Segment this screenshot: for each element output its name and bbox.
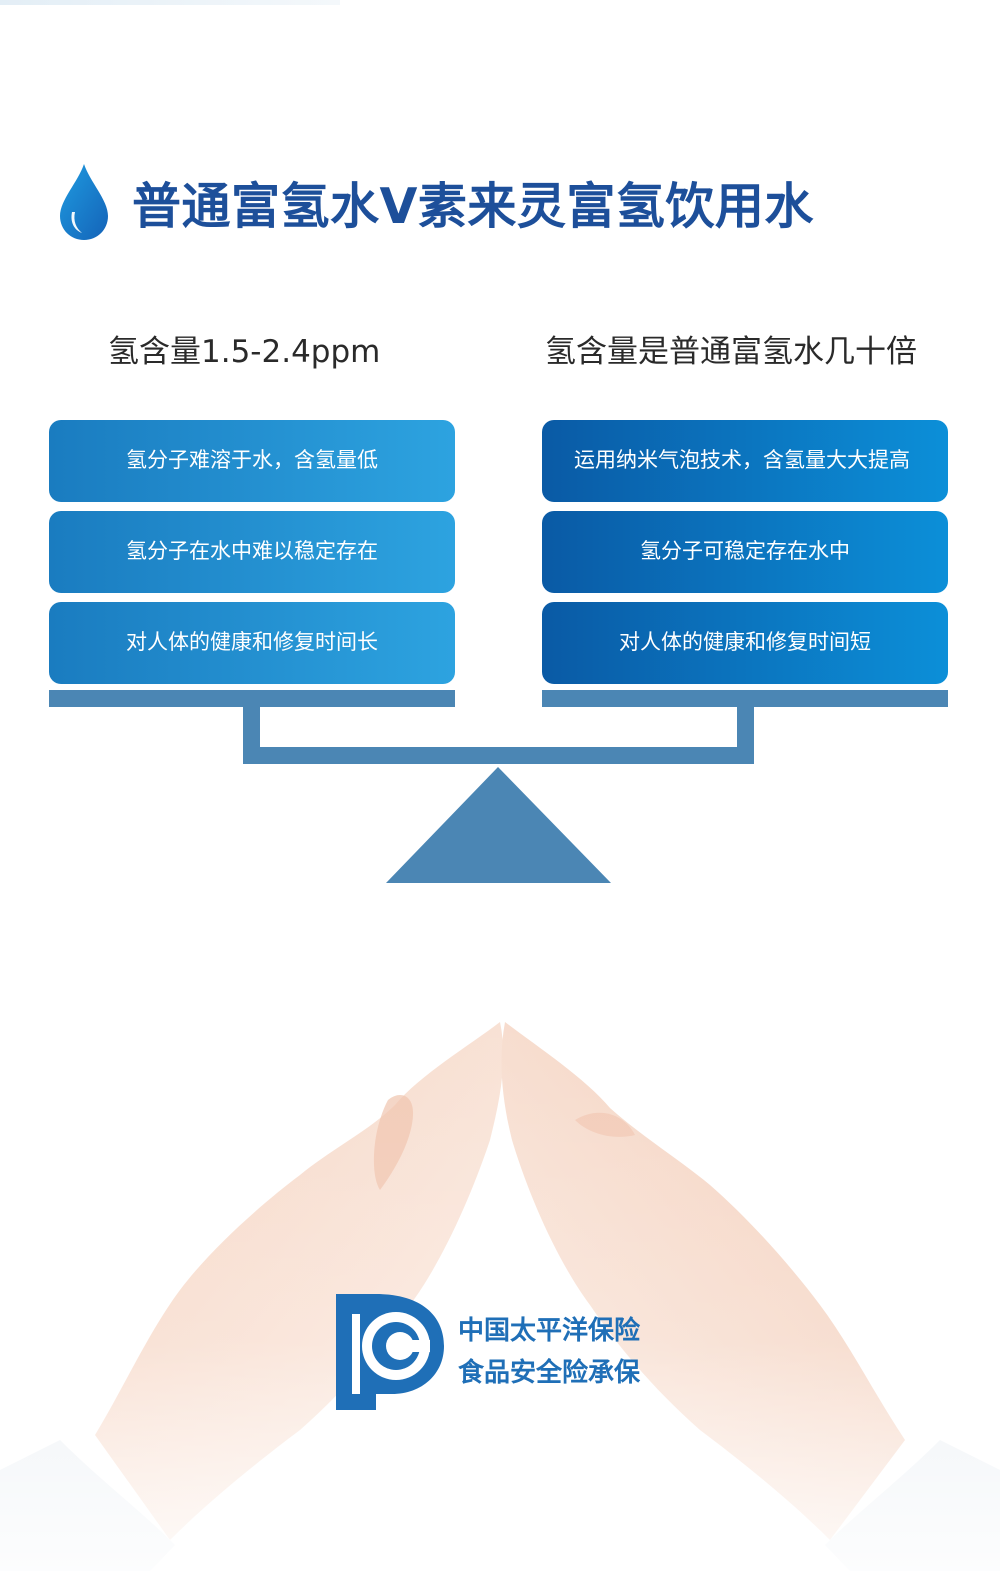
- protecting-hands-icon: [0, 1000, 1000, 1571]
- top-accent-bar: [0, 0, 340, 5]
- left-feature-text: 氢分子在水中难以稳定存在: [126, 539, 378, 564]
- right-feature-box: 对人体的健康和修复时间短: [542, 602, 948, 684]
- scale-right-pan: [542, 690, 948, 707]
- scale-fulcrum: [386, 767, 611, 883]
- right-feature-text: 运用纳米气泡技术，含氢量大大提高: [574, 448, 910, 473]
- scale-left-pan: [49, 690, 455, 707]
- insurance-line-2: 食品安全险承保: [458, 1358, 641, 1388]
- right-feature-box: 运用纳米气泡技术，含氢量大大提高: [542, 420, 948, 502]
- balance-scale-icon: [49, 690, 948, 883]
- right-column-heading: 氢含量是普通富氢水几十倍: [545, 334, 917, 370]
- right-feature-box: 氢分子可稳定存在水中: [542, 511, 948, 593]
- insurance-line-1: 中国太平洋保险: [458, 1316, 641, 1346]
- left-feature-box: 氢分子在水中难以稳定存在: [49, 511, 455, 593]
- pacific-insurance-logo-icon: [336, 1294, 444, 1410]
- right-feature-text: 对人体的健康和修复时间短: [619, 630, 871, 655]
- left-feature-box: 对人体的健康和修复时间长: [49, 602, 455, 684]
- water-drop-icon: [60, 164, 108, 240]
- scale-beam: [243, 747, 754, 764]
- left-feature-box: 氢分子难溶于水，含氢量低: [49, 420, 455, 502]
- right-feature-text: 氢分子可稳定存在水中: [640, 539, 850, 564]
- page-title: 普通富氢水V素来灵富氢饮用水: [132, 177, 814, 235]
- page-title-row: 普通富氢水V素来灵富氢饮用水: [56, 160, 814, 244]
- left-column-heading: 氢含量1.5-2.4ppm: [108, 334, 381, 370]
- left-feature-text: 氢分子难溶于水，含氢量低: [126, 448, 378, 473]
- insurance-text: 中国太平洋保险 食品安全险承保: [458, 1310, 640, 1394]
- left-feature-text: 对人体的健康和修复时间长: [126, 630, 378, 655]
